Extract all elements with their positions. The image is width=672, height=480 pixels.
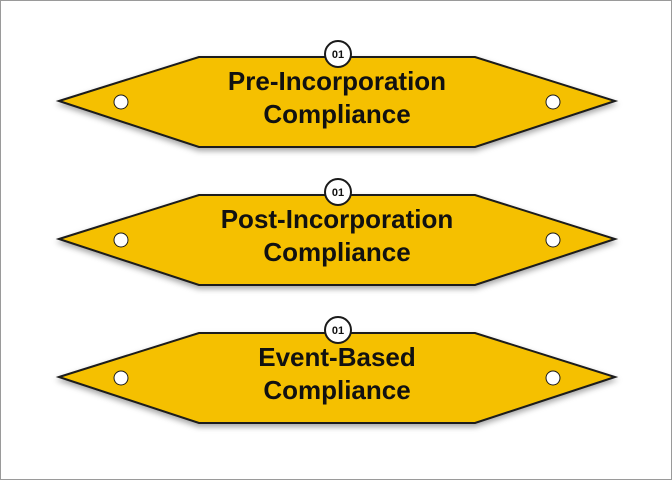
- banner-label: Post-Incorporation Compliance: [149, 203, 525, 269]
- banner-label-line1: Event-Based: [258, 342, 416, 372]
- left-hole-icon: [113, 370, 129, 386]
- number-badge-text: 01: [332, 187, 344, 199]
- banner-event-based: 01 Event-Based Compliance: [55, 316, 619, 425]
- banner-label-line2: Compliance: [263, 99, 411, 129]
- banner-label: Event-Based Compliance: [149, 341, 525, 407]
- hexagon-arrow-shape: [55, 56, 619, 148]
- banner-label-line1: Post-Incorporation: [220, 204, 454, 234]
- left-hole-icon: [113, 232, 129, 248]
- number-badge: [324, 40, 352, 68]
- banner-label-line2: Compliance: [263, 237, 411, 267]
- hexagon-arrow-shape: [55, 332, 619, 424]
- banner-label-line2: Compliance: [263, 375, 411, 405]
- banner-shape: 01: [55, 178, 619, 286]
- number-badge-text: 01: [332, 49, 344, 61]
- right-hole-icon: [545, 370, 561, 386]
- banner-post-incorporation: 01 Post-Incorporation Compliance: [55, 178, 619, 287]
- banner-label: Pre-Incorporation Compliance: [149, 65, 525, 131]
- banner-pre-incorporation: 01 Pre-Incorporation Compliance: [55, 40, 619, 149]
- hexagon-arrow-shape: [55, 194, 619, 286]
- right-hole-icon: [545, 232, 561, 248]
- banner-shape: 01: [55, 316, 619, 424]
- left-hole-icon: [113, 94, 129, 110]
- banner-shape: 01: [55, 40, 619, 148]
- banner-label-line1: Pre-Incorporation: [227, 66, 447, 96]
- number-badge: [324, 316, 352, 344]
- number-badge-text: 01: [332, 325, 344, 337]
- number-badge: [324, 178, 352, 206]
- right-hole-icon: [545, 94, 561, 110]
